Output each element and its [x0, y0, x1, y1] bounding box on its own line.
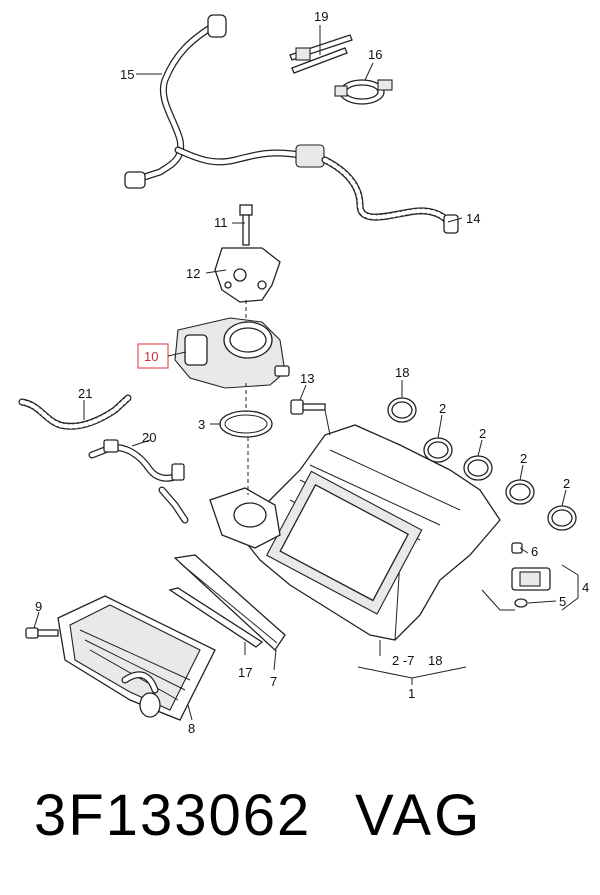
part-14-hose	[321, 156, 459, 234]
callout-13: 13	[300, 371, 314, 386]
part-18-seal-ring	[387, 397, 417, 423]
brand-name: VAG	[355, 783, 483, 848]
part-3-gasket	[219, 410, 273, 438]
callout-3: 3	[198, 417, 205, 432]
callout-5: 5	[559, 594, 566, 609]
callout-11: 11	[214, 215, 228, 230]
callout-20: 20	[142, 430, 156, 445]
callout-18-top: 18	[395, 365, 409, 380]
part-number: 3F133062	[34, 783, 312, 848]
part-21-breather-hose	[18, 394, 132, 430]
callout-2-b: 2	[479, 426, 486, 441]
callout-4: 4	[582, 580, 589, 595]
part-1-intake-manifold	[209, 424, 501, 641]
part-10-throttle-body	[174, 317, 290, 389]
callout-9: 9	[35, 599, 42, 614]
diagram-canvas: 15 19 16 14 11 12 10 13 3 18 2 2 2 2 21 …	[18, 9, 589, 736]
callout-15: 15	[120, 67, 134, 82]
callout-1: 1	[408, 686, 415, 701]
callout-2-d: 2	[563, 476, 570, 491]
part-9-bolt	[25, 627, 59, 639]
callout-12: 12	[186, 266, 200, 281]
part-13-bolt	[290, 399, 326, 415]
part-7-gasket	[173, 554, 286, 651]
part-17-seal-strip	[168, 587, 264, 648]
part-11-bolt	[239, 204, 253, 246]
caption-bar: 3F133062 VAG	[0, 782, 600, 882]
part-16-hose-clip	[334, 79, 393, 105]
callout-21: 21	[78, 386, 92, 401]
part-15-vacuum-line	[124, 14, 325, 189]
callout-2-7: 2 -7	[392, 653, 414, 668]
callout-14: 14	[466, 211, 480, 226]
callout-6: 6	[531, 544, 538, 559]
callout-17: 17	[238, 665, 252, 680]
part-2-seal-rings	[423, 437, 577, 531]
callout-2-a: 2	[439, 401, 446, 416]
callout-18-bottom: 18	[428, 653, 442, 668]
part-8-charge-air-cooler	[57, 595, 216, 721]
callout-labels: 15 19 16 14 11 12 10 13 3 18 2 2 2 2 21 …	[35, 9, 589, 736]
part-12-bracket	[214, 247, 281, 303]
leader-lines	[33, 25, 579, 721]
callout-16: 16	[368, 47, 382, 62]
exploded-parts-diagram: 15 19 16 14 11 12 10 13 3 18 2 2 2 2 21 …	[18, 9, 589, 736]
callout-19: 19	[314, 9, 328, 24]
part-6-screw	[511, 542, 523, 554]
callout-8: 8	[188, 721, 195, 736]
callout-2-c: 2	[520, 451, 527, 466]
part-20-pcv-pipe	[88, 439, 189, 524]
part-19-cable-ties	[289, 34, 353, 74]
part-4-sensor	[511, 567, 551, 591]
callout-10: 10	[144, 349, 158, 364]
part-5-seal	[514, 598, 528, 608]
callout-7: 7	[270, 674, 277, 689]
